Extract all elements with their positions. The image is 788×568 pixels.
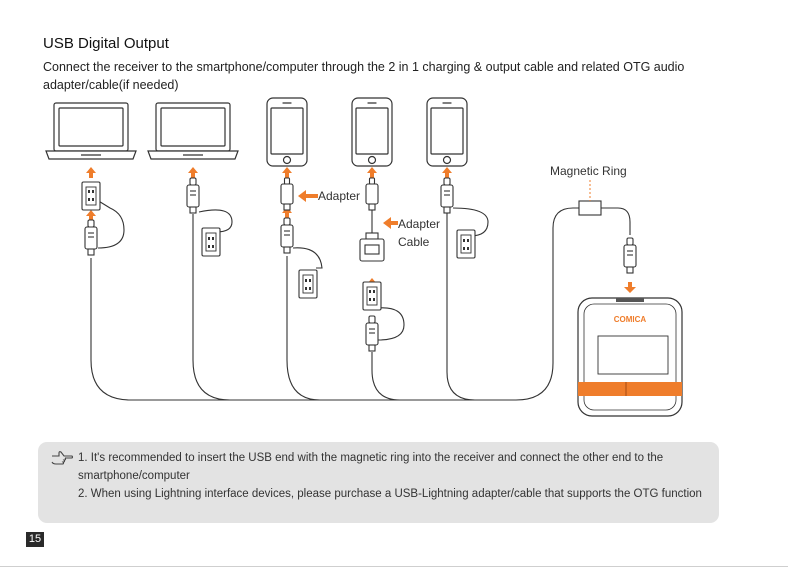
receiver-device: COMICA: [577, 297, 683, 417]
device-laptop-1: [45, 102, 137, 160]
page-number: 15: [26, 532, 44, 547]
connector-usb-a: [456, 229, 476, 259]
connector-usb-c: [84, 219, 98, 256]
label-adapter-cable-2: Cable: [398, 235, 430, 249]
pointing-hand-icon: [51, 451, 74, 465]
footer-divider: [0, 566, 788, 567]
device-phone-2: [351, 97, 393, 167]
connector-usb-a: [201, 227, 221, 257]
connector-usb-c: [280, 217, 294, 254]
page-title: USB Digital Output: [43, 35, 169, 52]
label-magnetic-ring: Magnetic Ring: [550, 164, 627, 178]
label-adapter-cable-1: Adapter: [398, 217, 440, 231]
device-laptop-2: [147, 102, 239, 160]
connector-usb-a: [298, 269, 318, 299]
brand-logo: COMICA: [614, 315, 647, 324]
arrow-icons: [86, 167, 636, 293]
device-phone-3: [426, 97, 468, 167]
connector-usb-c: [365, 315, 379, 352]
note-box: 1. It's recommended to insert the USB en…: [38, 442, 719, 523]
connector-usb-a: [362, 281, 382, 311]
device-phone-1: [266, 97, 308, 167]
magnetic-ring: [578, 200, 602, 216]
connector-lightning: [365, 177, 379, 211]
connector-usb-c-receiver: [623, 237, 637, 274]
note-item-1: 1. It's recommended to insert the USB en…: [78, 452, 664, 482]
connector-usb-a: [81, 181, 101, 211]
adapter-cable-socket: [359, 232, 385, 262]
connector-usb-c: [440, 177, 454, 214]
connector-lightning-adapter: [280, 177, 294, 211]
intro-paragraph: Connect the receiver to the smartphone/c…: [43, 60, 685, 92]
connection-diagram: COMICA Adapter Adapter Cable Magnetic Ri…: [45, 97, 683, 417]
note-item-2: 2. When using Lightning interface device…: [78, 488, 702, 500]
label-adapter: Adapter: [318, 189, 360, 203]
connector-usb-c: [186, 177, 200, 214]
cable-lines: [90, 199, 631, 401]
